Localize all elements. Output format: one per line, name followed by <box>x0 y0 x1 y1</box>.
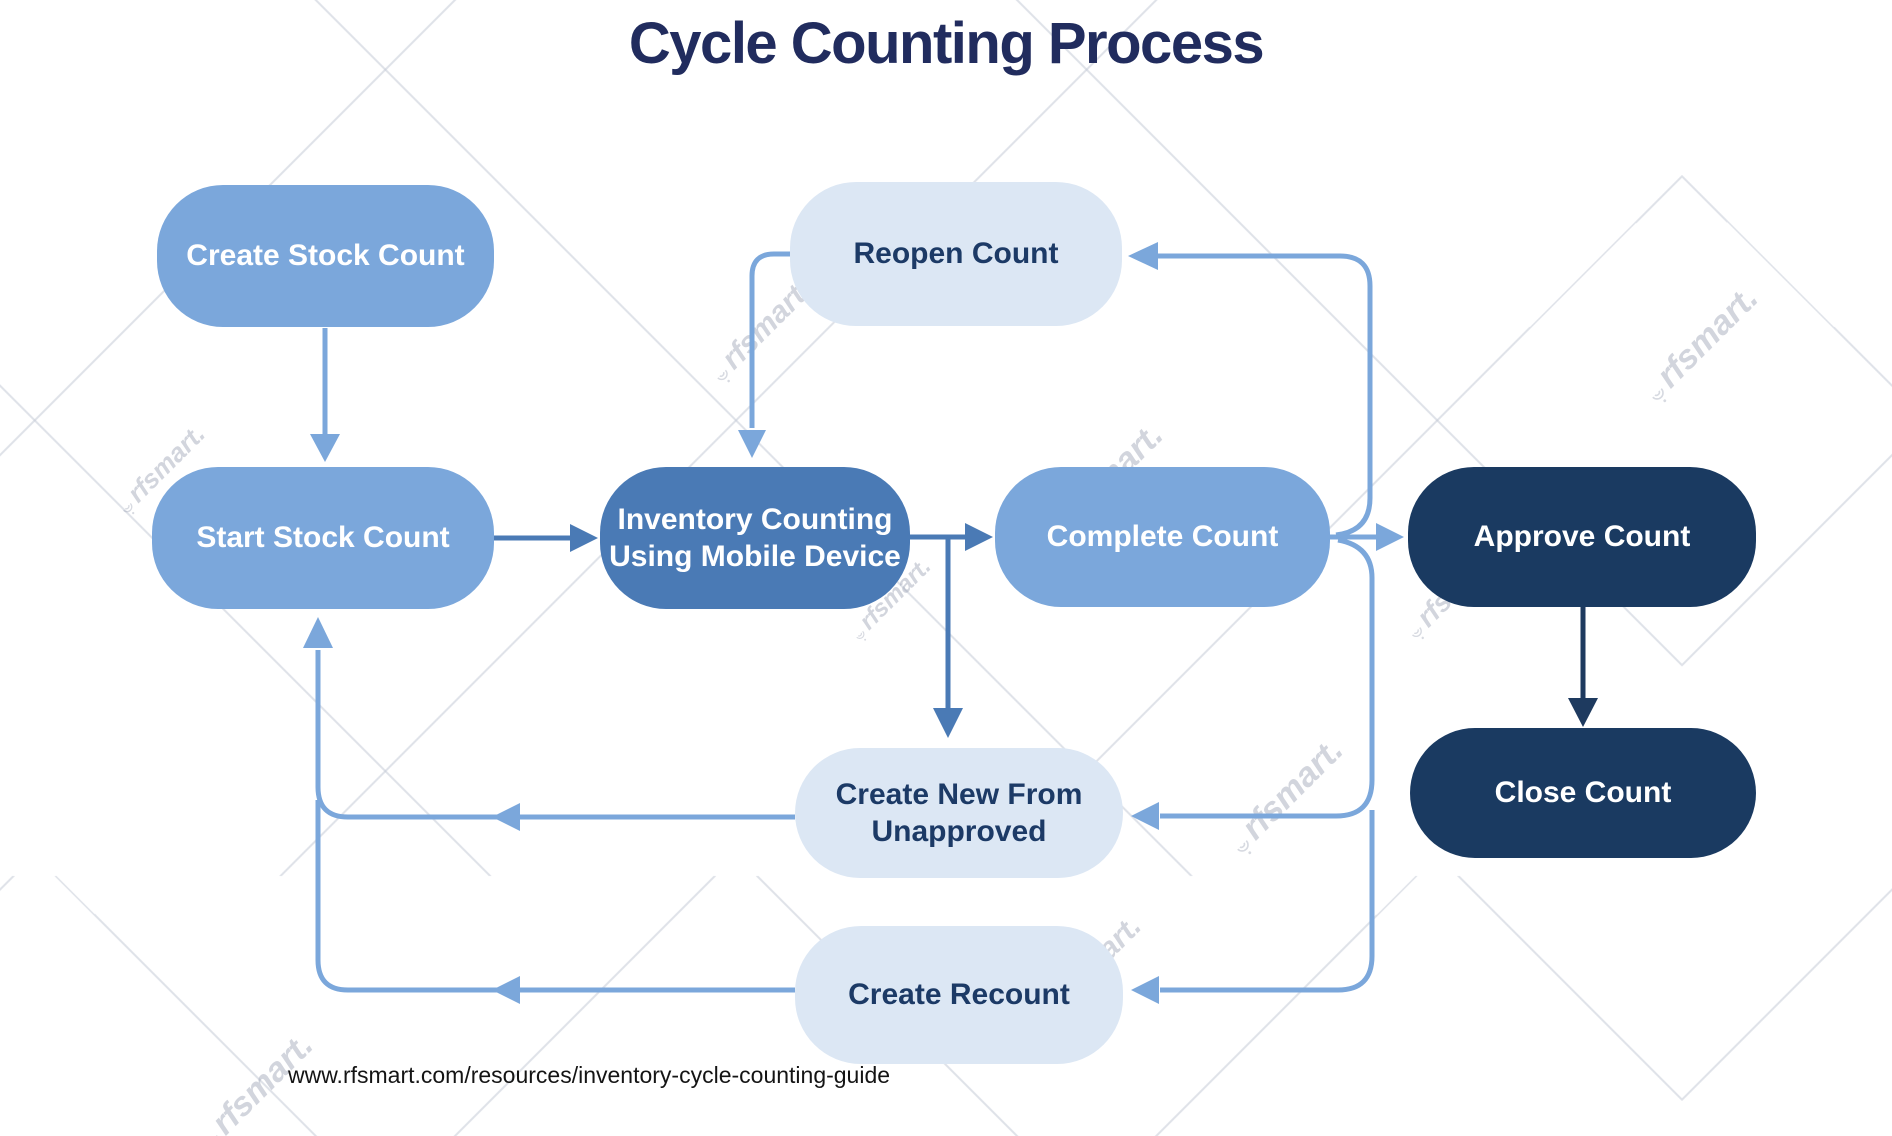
edge-complete-to-create-new <box>1131 537 1375 830</box>
node-create-stock: Create Stock Count <box>157 185 494 327</box>
node-label: Start Stock Count <box>196 521 450 555</box>
arrowhead-icon <box>570 524 598 552</box>
arrowhead-icon <box>492 803 520 831</box>
footer-url-text: www.rfsmart.com/resources/inventory-cycl… <box>288 1062 891 1088</box>
node-reopen: Reopen Count <box>790 182 1122 326</box>
node-label: Approve Count <box>1473 520 1691 554</box>
arrowhead-icon <box>738 430 766 458</box>
edge-create-new-to-start-stock <box>303 617 795 831</box>
node-start-stock: Start Stock Count <box>152 467 494 609</box>
arrowhead-icon <box>965 523 993 551</box>
edge-approve-to-close <box>1568 607 1598 727</box>
arrowhead-icon <box>310 434 340 462</box>
node-create-recount: Create Recount <box>795 926 1123 1064</box>
node-label: Create Recount <box>848 978 1070 1012</box>
node-label: Create Stock Count <box>186 239 465 273</box>
arrowhead-icon <box>1568 698 1598 727</box>
edge-inventory-to-complete <box>910 523 993 551</box>
edge-create-stock-to-start-stock <box>310 328 340 462</box>
node-complete: Complete Count <box>995 467 1330 607</box>
arrowhead-icon <box>933 708 963 738</box>
edge-start-stock-to-inventory <box>494 524 598 552</box>
node-approve: Approve Count <box>1408 467 1756 607</box>
edge-complete-to-create-recount <box>1131 810 1375 1004</box>
edge-inventory-to-create-new <box>933 539 963 738</box>
arrowhead-icon <box>1376 523 1404 551</box>
node-close: Close Count <box>1410 728 1756 858</box>
arrowhead-icon <box>1131 802 1159 830</box>
edge-create-recount-to-start-stock <box>315 800 795 1004</box>
arrowhead-icon <box>1131 976 1159 1004</box>
node-label: Complete Count <box>1046 520 1279 554</box>
page-title: Cycle Counting Process <box>628 11 1265 76</box>
edge-complete-to-reopen <box>1128 242 1373 538</box>
arrowhead-icon <box>1128 242 1158 270</box>
arrowhead-icon <box>303 617 333 648</box>
arrowhead-icon <box>492 976 520 1004</box>
edge-complete-to-approve <box>1330 523 1404 551</box>
node-label: Close Count <box>1494 776 1672 810</box>
node-label: Reopen Count <box>853 237 1059 271</box>
edge-reopen-to-inventory <box>738 251 790 458</box>
